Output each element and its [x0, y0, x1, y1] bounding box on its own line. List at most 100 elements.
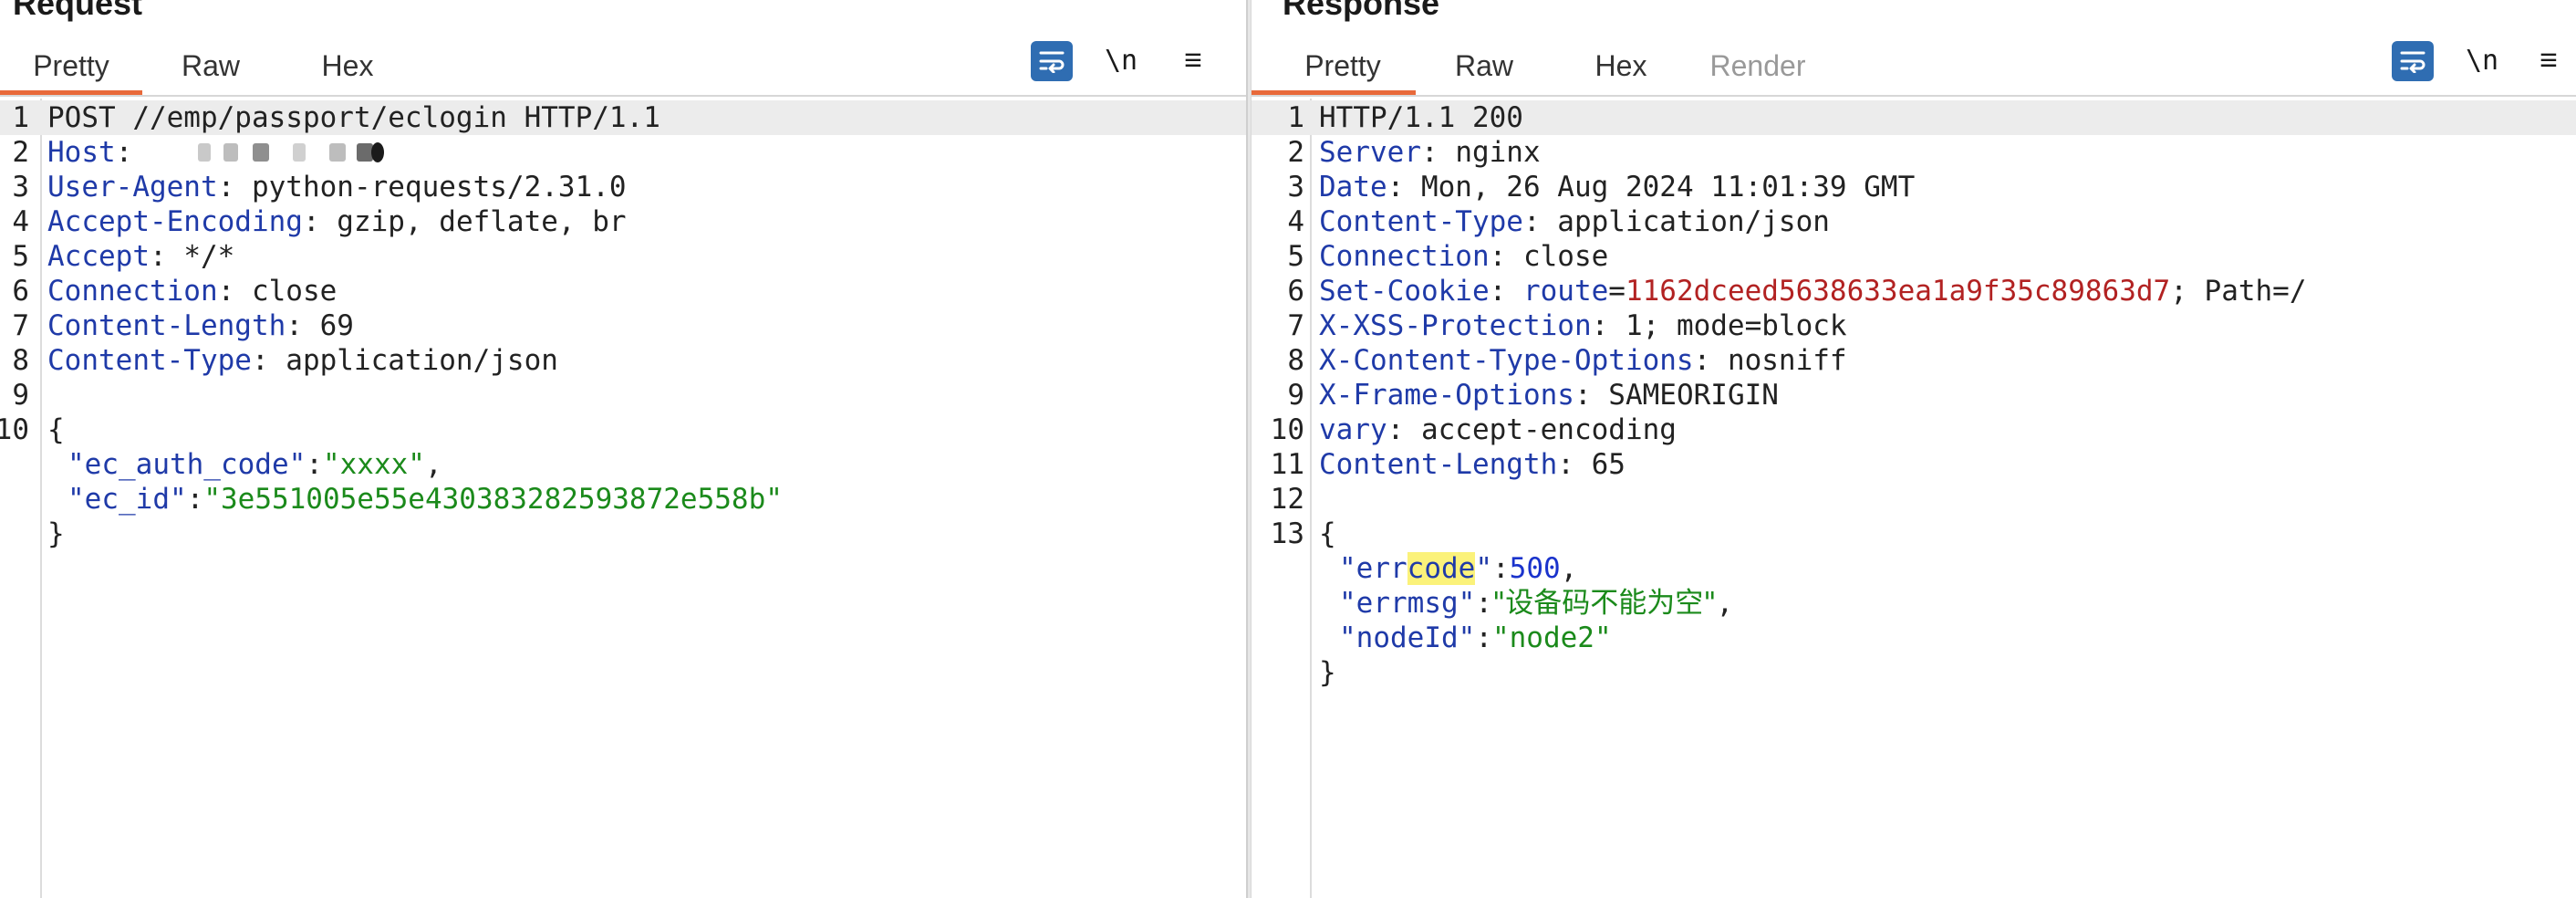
response-pane: Response Pretty Raw Hex Render \n ≡ 1 HT… [1252, 0, 2576, 898]
header-name: Connection [1319, 240, 1490, 273]
request-tab-hex[interactable]: Hex [321, 49, 374, 82]
header-name: X-XSS-Protection [1319, 309, 1592, 342]
header-name: X-Content-Type-Options [1319, 344, 1694, 377]
response-gutter [1252, 99, 1312, 898]
response-line-10: 10 vary: accept-encoding [1270, 413, 1677, 446]
request-json-line: "ec_id":"3e551005e55e430383282593872e558… [68, 483, 783, 516]
request-tab-raw[interactable]: Raw [181, 49, 240, 82]
response-json-line: } [1319, 656, 1336, 689]
hamburger-menu-icon: ≡ [2540, 42, 2558, 78]
response-title: Response [1283, 0, 1440, 22]
header-value: close [251, 275, 338, 308]
header-value: accept-encoding [1420, 413, 1677, 446]
header-name: User-Agent [47, 171, 218, 204]
header-value: ; Path=/ [2170, 275, 2307, 308]
request-gutter [0, 99, 42, 898]
header-name: Accept-Encoding [47, 205, 303, 238]
response-tab-hex[interactable]: Hex [1594, 49, 1647, 82]
response-tab-pretty[interactable]: Pretty [1252, 40, 1416, 95]
response-show-newlines-button[interactable]: \n [2465, 44, 2499, 77]
json-string-value: "xxxx" [322, 448, 425, 481]
request-line-6: 6 Connection: close [12, 275, 338, 308]
header-name: Content-Type [47, 344, 252, 377]
json-key: "ec_id" [68, 483, 187, 516]
redacted-host [132, 135, 385, 170]
json-string-value: "node2" [1491, 621, 1612, 654]
response-tab-raw[interactable]: Raw [1454, 49, 1513, 82]
request-json-line: "ec_auth_code":"xxxx", [68, 448, 442, 481]
header-name: Server [1319, 136, 1421, 169]
cookie-value: 1162dceed5638633ea1a9f35c89863d7 [1625, 275, 2171, 308]
response-line-13: 13 { [1270, 517, 1336, 550]
header-value: SAMEORIGIN [1608, 379, 1779, 412]
request-line-4: 4 Accept-Encoding: gzip, deflate, br [12, 205, 627, 238]
response-line-11: 11 Content-Length: 65 [1270, 448, 1626, 481]
request-line-10: 10 { [0, 413, 65, 446]
request-json-line: } [47, 517, 65, 550]
header-name: Content-Length [47, 309, 286, 342]
response-tabbar-divider [1252, 95, 2576, 97]
response-line-5: 5 Connection: close [1287, 240, 1609, 273]
header-value: application/json [1557, 205, 1830, 238]
wrap-lines-icon [1039, 51, 1065, 73]
header-name: Content-Length [1319, 448, 1558, 481]
json-key: "ec_auth_code" [68, 448, 306, 481]
header-name: vary [1319, 413, 1387, 446]
header-value: nosniff [1727, 344, 1847, 377]
json-number-value: 500 [1509, 552, 1561, 585]
response-menu-button[interactable]: ≡ [2530, 40, 2567, 80]
header-value: */* [183, 240, 235, 273]
json-key: "errcode" [1339, 552, 1492, 585]
header-value: application/json [286, 344, 558, 377]
response-line-9: 9 X-Frame-Options: SAMEORIGIN [1287, 379, 1779, 412]
request-wrap-lines-button[interactable] [1031, 41, 1073, 81]
header-value: python-requests/2.31.0 [251, 171, 627, 204]
header-value: 1; mode=block [1625, 309, 1847, 342]
response-wrap-lines-button[interactable] [2392, 41, 2434, 81]
request-title: Request [13, 0, 143, 22]
request-tabs: Pretty Raw Hex [0, 40, 416, 95]
response-line-2: 2 Server: nginx [1287, 136, 1541, 169]
header-name: Connection [47, 275, 218, 308]
response-editor[interactable]: 1 HTTP/1.1 200 2 Server: nginx 3 Date: M… [1252, 99, 2576, 898]
request-line-3: 3 User-Agent: python-requests/2.31.0 [12, 171, 627, 204]
hamburger-menu-icon: ≡ [1184, 42, 1202, 78]
request-show-newlines-button[interactable]: \n [1104, 44, 1138, 77]
header-name: Accept [47, 240, 150, 273]
pane-splitter[interactable] [1246, 0, 1252, 898]
response-line-12: 12 [1270, 483, 1304, 516]
response-line-6: 6 Set-Cookie: route=1162dceed5638633ea1a… [1287, 275, 2307, 308]
header-value: 65 [1591, 448, 1626, 481]
request-editor[interactable]: 1 POST //emp/passport/eclogin HTTP/1.1 2… [0, 99, 1246, 898]
request-tab-pretty[interactable]: Pretty [0, 40, 142, 95]
json-key: "errmsg" [1339, 587, 1476, 620]
header-value: Mon, 26 Aug 2024 11:01:39 GMT [1420, 171, 1916, 204]
request-line-5: 5 Accept: */* [12, 240, 235, 273]
response-line-1: 1 HTTP/1.1 200 [1252, 100, 2576, 135]
response-json-line: "errcode":500, [1339, 552, 1578, 585]
response-line-4: 4 Content-Type: application/json [1287, 205, 1830, 238]
request-line-9: 9 [12, 379, 29, 412]
header-name: X-Frame-Options [1319, 379, 1574, 412]
request-line-1: 1 POST //emp/passport/eclogin HTTP/1.1 [0, 100, 1246, 135]
request-pane: Request Pretty Raw Hex \n ≡ 1 POST //emp… [0, 0, 1246, 898]
request-tabbar-divider [0, 95, 1246, 97]
request-line-7: 7 Content-Length: 69 [12, 309, 354, 342]
request-menu-button[interactable]: ≡ [1175, 40, 1211, 80]
search-match-highlight: code [1407, 552, 1476, 585]
header-name: Host [47, 136, 116, 169]
request-line-2: 2 Host: [0, 135, 1246, 170]
response-line-8: 8 X-Content-Type-Options: nosniff [1287, 344, 1847, 377]
header-value: nginx [1455, 136, 1541, 169]
cookie-name: route [1522, 275, 1609, 308]
json-key: "nodeId" [1339, 621, 1476, 654]
response-line-7: 7 X-XSS-Protection: 1; mode=block [1287, 309, 1847, 342]
request-line-8: 8 Content-Type: application/json [12, 344, 558, 377]
header-value: gzip, deflate, br [337, 205, 627, 238]
json-string-value: "设备码不能为空" [1491, 587, 1717, 620]
header-value: close [1522, 240, 1609, 273]
json-string-value: "3e551005e55e430383282593872e558b" [203, 483, 783, 516]
response-json-line: "nodeId":"node2" [1339, 621, 1612, 654]
response-tabs: Pretty Raw Hex Render [1252, 40, 1826, 95]
response-tab-render[interactable]: Render [1709, 49, 1806, 82]
